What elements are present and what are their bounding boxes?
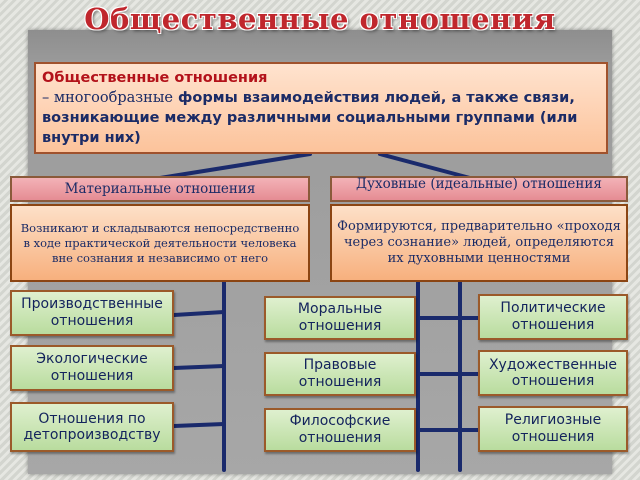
material-header-label: Материальные отношения	[64, 181, 256, 197]
spiritual-description-text: Формируются, предварительно «проходя чер…	[337, 219, 621, 266]
page-title: Общественные отношения	[84, 2, 556, 36]
material-item-label: Экологические отношения	[36, 351, 148, 384]
spiritual-item-label: Правовые отношения	[298, 357, 382, 390]
spiritual-item-legal: Правовые отношения	[264, 352, 416, 396]
spiritual-item-label: Религиозные отношения	[504, 412, 602, 445]
spiritual-header-label: Духовные (идеальные) отношения	[356, 176, 602, 192]
connector-material-2	[172, 364, 226, 370]
spiritual-item-religious: Религиозные отношения	[478, 406, 628, 452]
spiritual-item-political: Политические отношения	[478, 294, 628, 340]
material-description: Возникают и складываются непосредственно…	[10, 204, 310, 282]
definition-text: формы взаимодействия людей, а также связ…	[42, 90, 578, 146]
definition-box: Общественные отношения – многообразные фо…	[34, 62, 608, 154]
material-item-ecological: Экологические отношения	[10, 345, 174, 391]
spiritual-item-label: Моральные отношения	[297, 301, 383, 334]
material-item-label: Отношения по детопроизводству	[23, 411, 161, 443]
spiritual-item-philosophical: Философские отношения	[264, 408, 416, 452]
connector-def-material	[158, 152, 312, 180]
spiritual-item-label: Философские отношения	[289, 413, 391, 446]
material-header: Материальные отношения	[10, 176, 310, 202]
spiritual-item-artistic: Художественные отношения	[478, 350, 628, 396]
spiritual-header: Духовные (идеальные) отношения	[330, 176, 628, 202]
spiritual-description: Формируются, предварительно «проходя чер…	[330, 204, 628, 282]
definition-dash: – многообразные	[42, 90, 173, 106]
spiritual-item-moral: Моральные отношения	[264, 296, 416, 340]
connector-material-1	[172, 310, 226, 317]
material-item-reproduction: Отношения по детопроизводству	[10, 402, 174, 452]
definition-term: Общественные отношения	[42, 70, 268, 86]
material-item-label: Производственные отношения	[21, 296, 163, 329]
connector-material-3	[172, 422, 226, 428]
material-description-text: Возникают и складываются непосредственно…	[20, 220, 300, 265]
spiritual-item-label: Политические отношения	[500, 300, 606, 333]
connector-def-spiritual	[378, 152, 472, 180]
material-item-production: Производственные отношения	[10, 290, 174, 336]
spiritual-item-label: Художественные отношения	[488, 357, 618, 389]
